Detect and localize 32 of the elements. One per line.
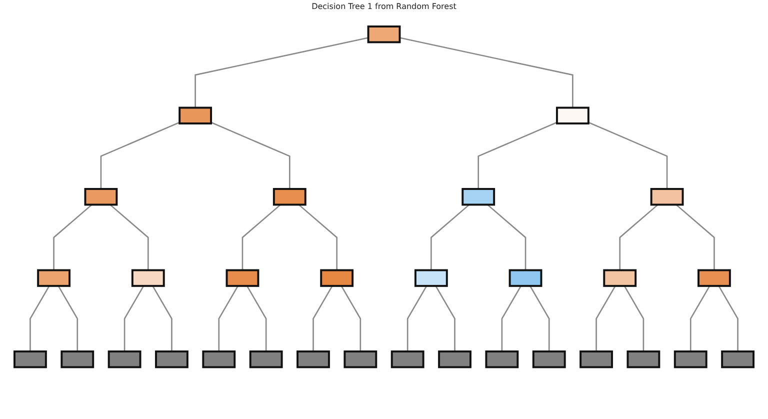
tree-node-box bbox=[320, 269, 354, 287]
tree-node-box bbox=[178, 106, 212, 124]
tree-node-box bbox=[603, 269, 637, 287]
tree-node-box bbox=[84, 188, 118, 206]
tree-node-box bbox=[249, 350, 283, 368]
tree-node-box bbox=[14, 350, 47, 368]
tree-node-box bbox=[508, 269, 542, 287]
tree-node-box bbox=[108, 350, 142, 368]
tree-node-box bbox=[296, 350, 330, 368]
tree-node-box bbox=[155, 350, 188, 368]
tree-node-box bbox=[698, 269, 731, 287]
tree-node-box bbox=[485, 350, 519, 368]
diagram-title: Decision Tree 1 from Random Forest bbox=[310, 2, 458, 11]
tree-node-box bbox=[272, 188, 306, 206]
tree-node-box bbox=[580, 350, 613, 368]
tree-node-box bbox=[131, 269, 165, 287]
tree-node-box bbox=[202, 350, 236, 368]
tree-node-box bbox=[226, 269, 260, 287]
tree-node-box bbox=[626, 350, 660, 368]
tree-node-box bbox=[674, 350, 708, 368]
tree-node-box bbox=[344, 350, 378, 368]
tree-node-box bbox=[414, 269, 448, 287]
tree-node-box bbox=[650, 188, 684, 206]
tree-node-box bbox=[37, 269, 70, 287]
tree-node-box bbox=[390, 350, 424, 368]
tree-node-box bbox=[60, 350, 94, 368]
tree-node-box bbox=[556, 106, 590, 124]
tree-node-box bbox=[532, 350, 566, 368]
tree-node-box bbox=[721, 350, 754, 368]
tree-node-box bbox=[462, 188, 496, 206]
tree-node-box bbox=[367, 26, 401, 44]
tree-node-box bbox=[438, 350, 472, 368]
